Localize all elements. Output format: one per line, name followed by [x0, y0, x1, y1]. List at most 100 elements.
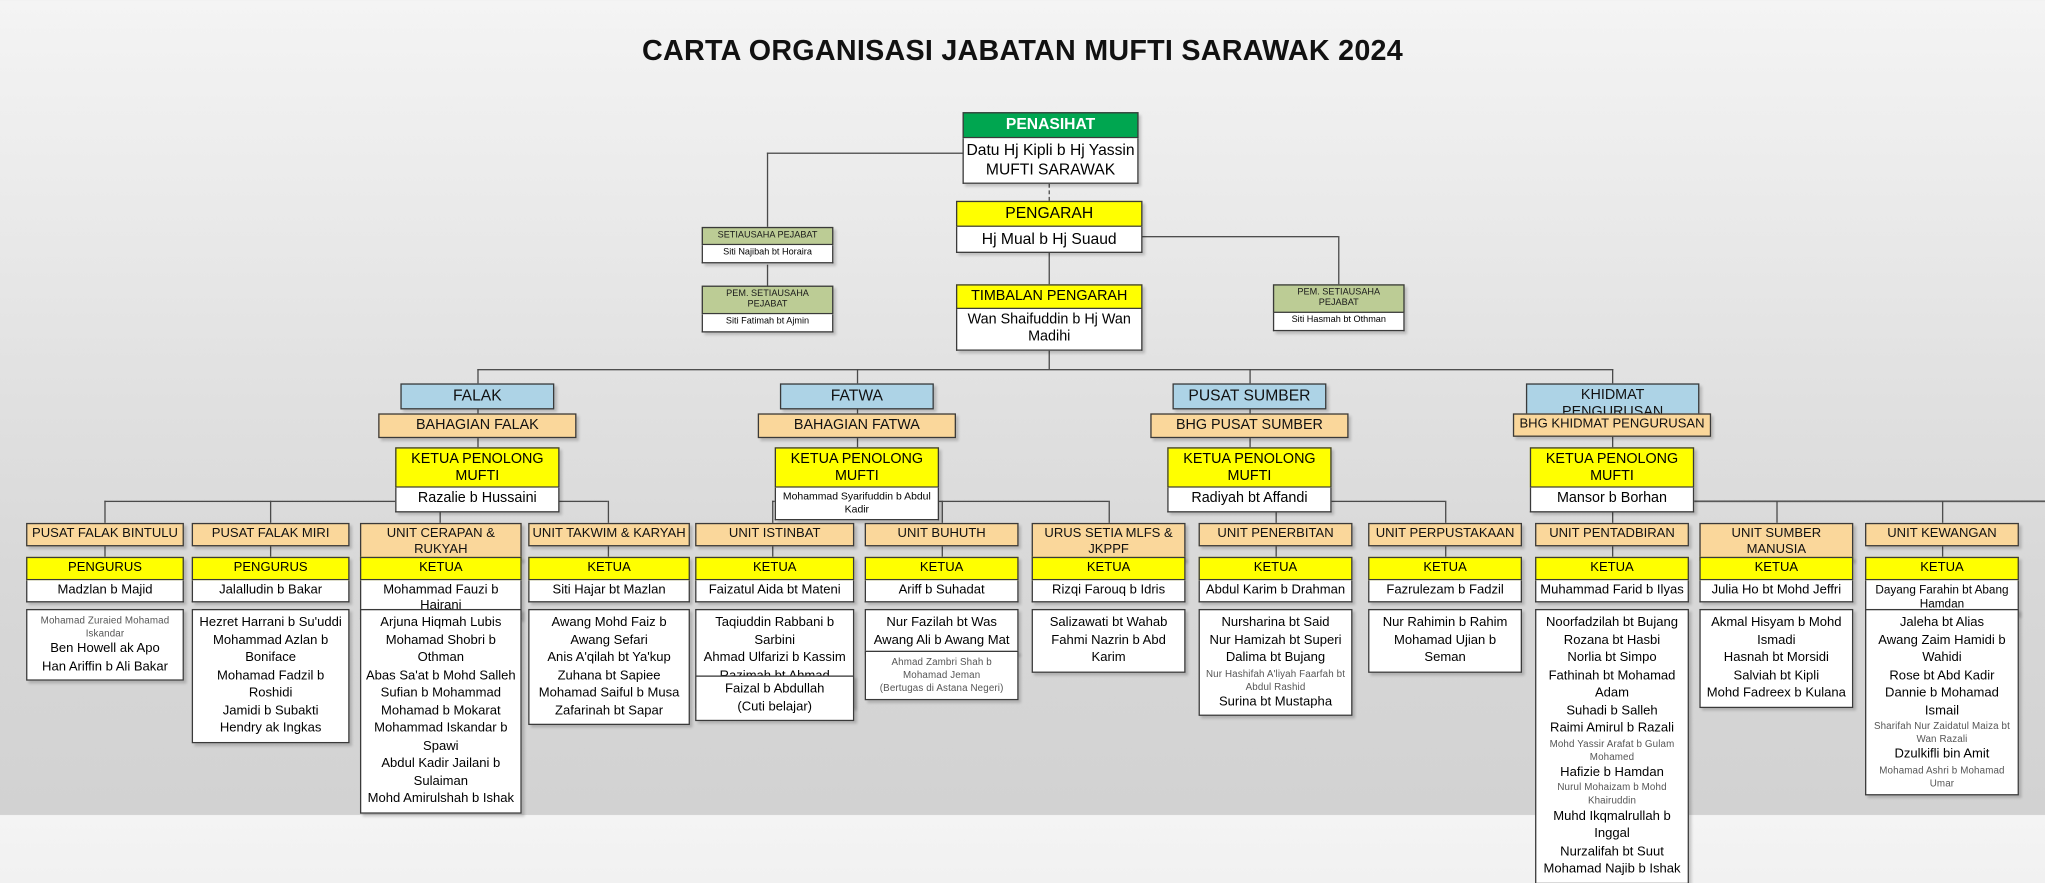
advisor-title: MUFTI SARAWAK	[985, 160, 1116, 179]
unit-8-staff[interactable]: Nur Rahimin b Rahim Mohamad Ujian b Sema…	[1368, 608, 1523, 673]
unit-11-staff[interactable]: Jaleha bt Alias Awang Zaim Hamidi b Wahi…	[1865, 608, 2019, 796]
assistant-secretary-right-box[interactable]: PEM. SETIAUSAHA PEJABAT Siti Hasmah bt O…	[1272, 284, 1405, 332]
unit-5-extra[interactable]: Ahmad Zambri Shah b Mohamad Jeman (Bertu…	[864, 650, 1019, 701]
unit-8-head[interactable]: KETUA Fazrulezam b Fadzil	[1368, 556, 1523, 603]
unit-11-staff-1: Awang Zaim Hamidi b Wahidi	[1878, 633, 2006, 666]
unit-7-staff-3: Nur Hashifah A'liyah Faarfah bt Abdul Ra…	[1205, 666, 1346, 692]
unit-3-head-name: Siti Hajar bt Mazlan	[528, 579, 690, 603]
connector-unit-link-9	[1445, 545, 1447, 557]
division-pusat-sumber-head[interactable]: KETUA PENOLONG MUFTI Radiyah bt Affandi	[1167, 447, 1332, 513]
unit-9-staff-10: Nurzalifah bt Suut	[1560, 844, 1664, 859]
unit-10-name[interactable]: UNIT SUMBER MANUSIA	[1699, 522, 1854, 561]
unit-11-staff-0: Jaleha bt Alias	[1899, 615, 1985, 630]
unit-9-head-title: KETUA	[1535, 556, 1689, 580]
unit-0-head[interactable]: PENGURUS Madzlan b Majid	[26, 556, 184, 603]
division-fatwa-section[interactable]: BAHAGIAN FATWA	[757, 413, 956, 438]
unit-10-head-title: KETUA	[1699, 556, 1854, 580]
unit-1-head[interactable]: PENGURUS Jalalludin b Bakar	[191, 556, 350, 603]
unit-8-name[interactable]: UNIT PERPUSTAKAAN	[1368, 522, 1523, 546]
connector-director-deputy	[1048, 251, 1050, 285]
unit-6-head[interactable]: KETUA Rizqi Farouq b Idris	[1031, 556, 1186, 603]
unit-7-head[interactable]: KETUA Abdul Karim b Drahman	[1198, 556, 1353, 603]
unit-2-staff-7: Mohd Amirulshah b Ishak	[367, 791, 515, 806]
unit-7-name[interactable]: UNIT PENERBITAN	[1198, 522, 1353, 546]
unit-0-staff-0: Mohamad Zuraied Mohamad Iskandar	[40, 614, 170, 640]
unit-7-staff-4: Surina bt Mustapha	[1218, 694, 1333, 710]
unit-5-head-title: KETUA	[864, 556, 1019, 580]
unit-11-name[interactable]: UNIT KEWANGAN	[1865, 522, 2019, 546]
unit-4-head-name: Faizatul Aida bt Mateni	[695, 579, 855, 603]
unit-7-staff[interactable]: Nursharina bt Said Nur Hamizah bt Superi…	[1198, 608, 1353, 717]
unit-1-head-name: Jalalludin b Bakar	[191, 579, 350, 603]
connector-fatwa-u1	[772, 500, 774, 523]
assistant-secretary-right-header: PEM. SETIAUSAHA PEJABAT	[1272, 284, 1405, 314]
unit-1-staff[interactable]: Hezret Harrani b Su'uddi Mohammad Azlan …	[191, 608, 350, 743]
division-pusat-sumber-section[interactable]: BHG PUSAT SUMBER	[1150, 413, 1349, 438]
unit-9-head[interactable]: KETUA Muhammad Farid b Ilyas	[1535, 556, 1689, 603]
unit-1-name[interactable]: PUSAT FALAK MIRI	[191, 522, 350, 546]
unit-4-extra[interactable]: Faizal b Abdullah (Cuti belajar)	[695, 675, 855, 722]
unit-6-staff[interactable]: Salizawati bt Wahab Fahmi Nazrin b Abd K…	[1031, 608, 1186, 673]
unit-5-staff[interactable]: Nur Fazilah bt Was Awang Ali b Awang Mat	[864, 608, 1019, 655]
division-falak-section[interactable]: BAHAGIAN FALAK	[378, 413, 577, 438]
unit-4-name[interactable]: UNIT ISTINBAT	[695, 522, 855, 546]
unit-4-head-title: KETUA	[695, 556, 855, 580]
unit-3-head[interactable]: KETUA Siti Hajar bt Mazlan	[528, 556, 690, 603]
unit-9-staff-7: Hafizie b Hamdan	[1560, 765, 1664, 780]
unit-5-name[interactable]: UNIT BUHUTH	[864, 522, 1019, 546]
unit-11-head[interactable]: KETUA Dayang Farahin bt Abang Hamdan	[1865, 556, 2019, 616]
unit-2-staff-4: Mohamad b Mokarat	[381, 703, 501, 718]
unit-9-staff-8: Nurul Mohaizam b Mohd Khairuddin	[1557, 781, 1667, 807]
unit-5-extra-0: Ahmad Zambri Shah b Mohamad Jeman	[891, 655, 992, 681]
director-box[interactable]: PENGARAH Hj Mual b Hj Suaud	[955, 200, 1143, 253]
unit-2-staff[interactable]: Arjuna Hiqmah Lubis Mohamad Shobri b Oth…	[359, 608, 522, 814]
unit-3-name[interactable]: UNIT TAKWIM & KARYAH	[528, 522, 690, 546]
division-khidmat-head-title: KETUA PENOLONG MUFTI	[1529, 447, 1695, 489]
connector-unit-link-6	[941, 545, 943, 557]
division-falak-head[interactable]: KETUA PENOLONG MUFTI Razalie b Hussaini	[395, 447, 560, 513]
unit-2-staff-5: Mohammad Iskandar b Spawi	[374, 721, 508, 754]
connector-khidmat-bus	[1612, 500, 2045, 503]
unit-3-staff[interactable]: Awang Mohd Faiz b Awang Sefari Anis A'qi…	[528, 608, 690, 726]
unit-6-name[interactable]: URUS SETIA MLFS & JKPPF	[1031, 522, 1186, 561]
unit-10-staff-2: Salviah bt Kipli	[1733, 668, 1820, 683]
unit-10-staff-0: Akmal Hisyam b Mohd Ismadi	[1711, 615, 1842, 648]
advisor-box[interactable]: PENASIHAT Datu Hj Kipli b Hj Yassin MUFT…	[962, 112, 1139, 184]
unit-9-name[interactable]: UNIT PENTADBIRAN	[1535, 522, 1689, 546]
unit-2-staff-2: Abas Sa'at b Mohd Salleh	[365, 668, 516, 683]
unit-9-staff-11: Mohamad Najib b Ishak	[1543, 861, 1681, 877]
division-khidmat-head[interactable]: KETUA PENOLONG MUFTI Mansor b Borhan	[1529, 447, 1695, 513]
connector-unit-link-2	[269, 545, 272, 557]
deputy-director-box[interactable]: TIMBALAN PENGARAH Wan Shaifuddin b Hj Wa…	[955, 284, 1143, 351]
division-falak-name[interactable]: FALAK	[400, 383, 555, 410]
unit-9-staff-2: Norlia bt Simpo	[1567, 650, 1657, 666]
unit-0-name[interactable]: PUSAT FALAK BINTULU	[26, 522, 184, 546]
unit-5-staff-0: Nur Fazilah bt Was	[886, 615, 997, 630]
secretary-office-name: Siti Najibah bt Horaira	[701, 245, 834, 264]
connector-director-assistant-v	[1338, 236, 1340, 285]
unit-1-staff-1: Mohammad Azlan b Boniface	[212, 633, 329, 666]
unit-10-head[interactable]: KETUA Julia Ho bt Mohd Jeffri	[1699, 556, 1854, 603]
connector-director-assistant-h	[1048, 236, 1339, 238]
unit-9-staff[interactable]: Noorfadzilah bt Bujang Rozana bt Hasbi N…	[1535, 608, 1689, 883]
division-fatwa-head[interactable]: KETUA PENOLONG MUFTI Mohammad Syarifuddi…	[774, 447, 940, 521]
unit-0-staff[interactable]: Mohamad Zuraied Mohamad Iskandar Ben How…	[26, 608, 184, 682]
division-khidmat-section[interactable]: BHG KHIDMAT PENGURUSAN	[1512, 413, 1712, 437]
connector-division-drop-fatwa	[856, 369, 859, 384]
connector-unit-link-4	[607, 545, 610, 557]
unit-2-name[interactable]: UNIT CERAPAN & RUKYAH	[359, 522, 522, 561]
unit-1-staff-3: Jamidi b Subakti	[222, 703, 319, 718]
unit-8-head-name: Fazrulezam b Fadzil	[1368, 579, 1523, 603]
division-fatwa-name[interactable]: FATWA	[779, 383, 934, 410]
unit-4-head[interactable]: KETUA Faizatul Aida bt Mateni	[695, 556, 855, 603]
connector-advisor-director	[1048, 170, 1050, 201]
unit-9-staff-5: Raimi Amirul b Razali	[1550, 721, 1674, 736]
assistant-secretary-left-box[interactable]: PEM. SETIAUSAHA PEJABAT Siti Fatimah bt …	[701, 285, 834, 333]
assistant-secretary-left-header: PEM. SETIAUSAHA PEJABAT	[701, 285, 834, 315]
unit-7-staff-1: Nur Hamizah bt Superi	[1209, 633, 1342, 648]
unit-10-staff[interactable]: Akmal Hisyam b Mohd Ismadi Hasnah bt Mor…	[1699, 608, 1854, 708]
secretary-office-box[interactable]: SETIAUSAHA PEJABAT Siti Najibah bt Horai…	[701, 226, 834, 264]
unit-6-head-name: Rizqi Farouq b Idris	[1031, 579, 1186, 603]
unit-5-head[interactable]: KETUA Ariff b Suhadat	[864, 556, 1019, 603]
division-pusat-sumber-name[interactable]: PUSAT SUMBER	[1172, 383, 1327, 410]
